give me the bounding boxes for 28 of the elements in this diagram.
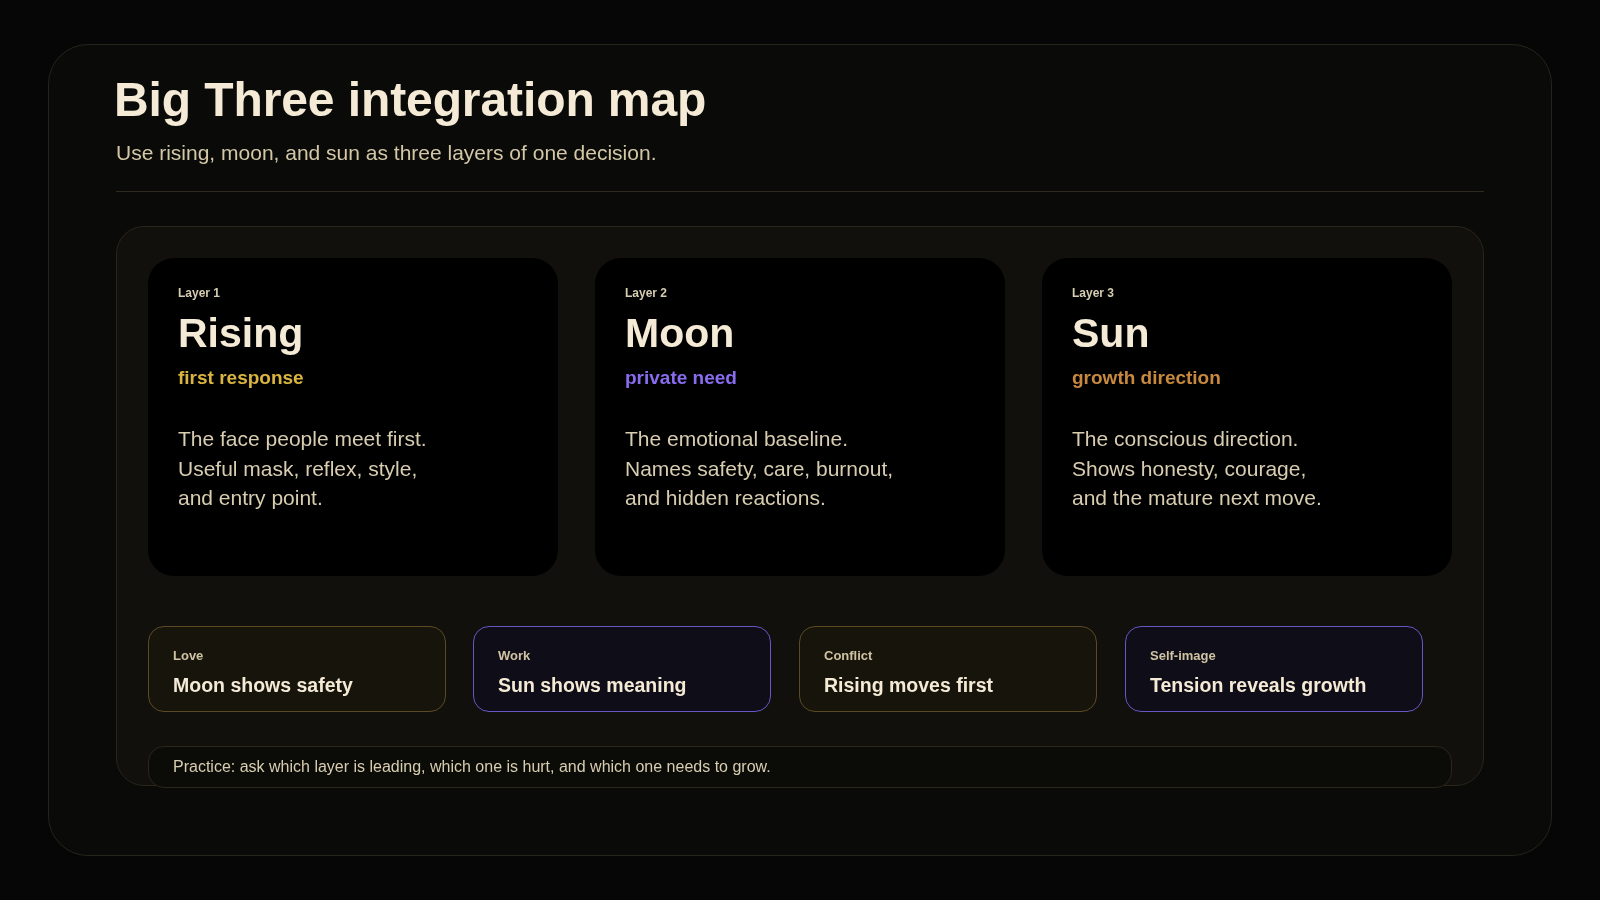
page-subtitle: Use rising, moon, and sun as three layers of one decision. [116, 140, 657, 165]
layer-number: Layer 1 [178, 285, 222, 301]
area-label: Love [173, 648, 205, 664]
insight-card [148, 626, 446, 712]
insight-text: Moon shows safety [173, 674, 354, 696]
layer-keyword: growth direction [1072, 366, 1222, 390]
insight-card [473, 626, 771, 712]
insight-text: Sun shows meaning [498, 674, 688, 696]
layer-number: Layer 2 [625, 285, 669, 301]
layer-description: The face people meet first. Useful mask, reflex, style, and entry point. [178, 426, 428, 512]
layer-name: Sun [1072, 310, 1151, 356]
area-label: Self-image [1150, 648, 1217, 664]
layer-name: Moon [625, 310, 736, 356]
insight-card [1125, 626, 1423, 712]
insight-card [799, 626, 1097, 712]
insight-text: Tension reveals growth [1150, 674, 1368, 696]
layer-keyword: first response [178, 366, 305, 390]
layer-keyword: private need [625, 366, 738, 390]
area-label: Work [498, 648, 532, 664]
layer-description: The conscious direction. Shows honesty, courage, and the mature next move. [1072, 426, 1323, 512]
layer-name: Rising [178, 310, 305, 356]
page-title: Big Three integration map [114, 72, 707, 128]
practice-note-bar [148, 746, 1452, 788]
practice-note: Practice: ask which layer is leading, which one is hurt, and which one needs to grow. [173, 757, 772, 777]
area-label: Conflict [824, 648, 874, 664]
insight-text: Rising moves first [824, 674, 995, 696]
layer-description: The emotional baseline. Names safety, care, burnout, and hidden reactions. [625, 426, 895, 512]
layer-number: Layer 3 [1072, 285, 1116, 301]
